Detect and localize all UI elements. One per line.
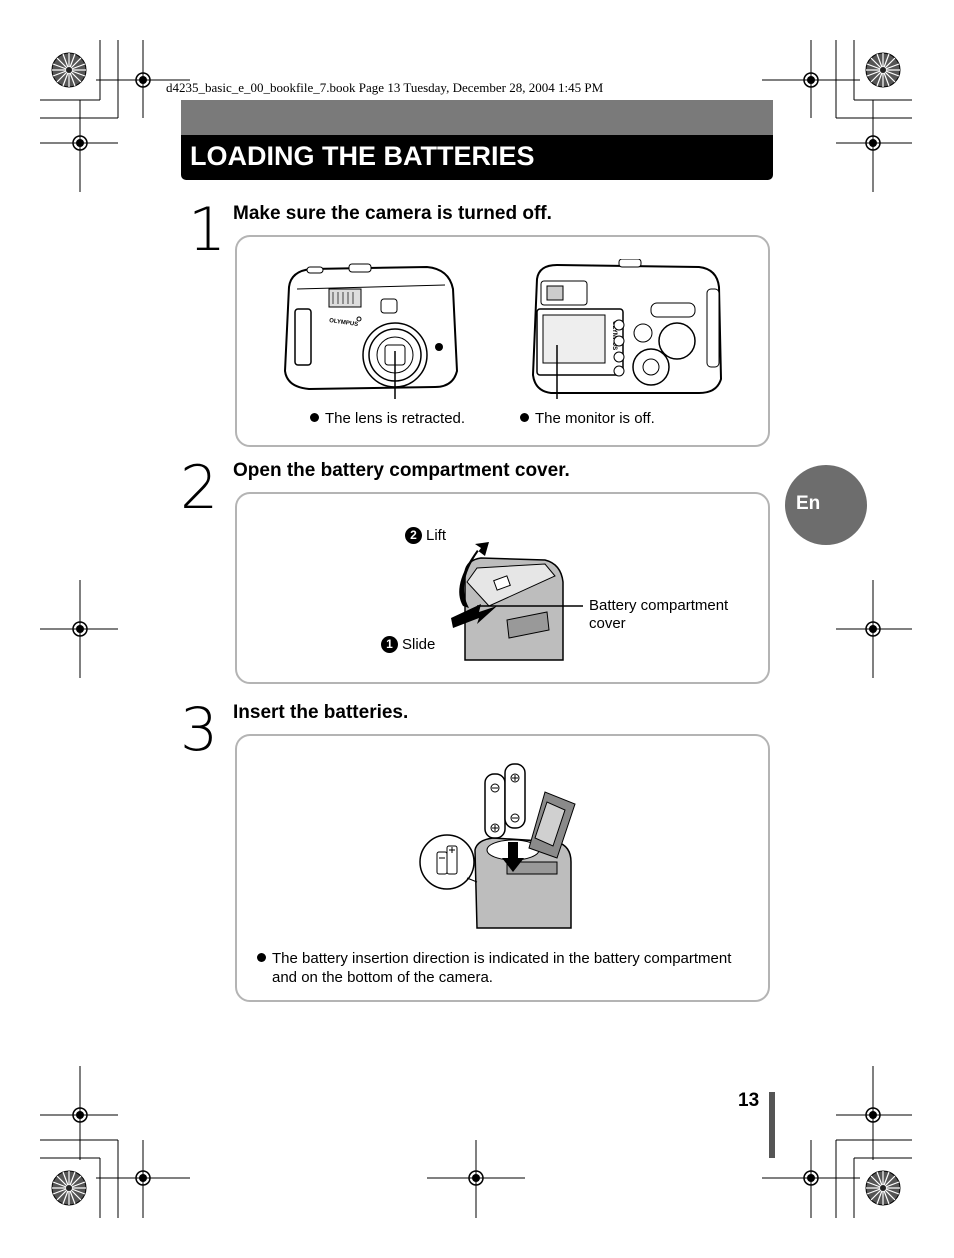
- step-3-panel: The battery insertion direction is indic…: [235, 734, 770, 1002]
- title-band: LOADING THE BATTERIES: [181, 100, 773, 180]
- step-3-heading: Insert the batteries.: [233, 702, 409, 723]
- svg-text:OLYMPUS: OLYMPUS: [611, 321, 617, 350]
- camera-back-illustration: OLYMPUS: [531, 259, 723, 399]
- bullet-icon: [310, 413, 319, 422]
- step-2-number: 2: [180, 453, 219, 523]
- page-title: LOADING THE BATTERIES: [190, 141, 535, 171]
- language-tab-label: En: [796, 493, 821, 514]
- camera-brand-logo: OLYMPUS: [329, 318, 359, 328]
- step-1-panel: OLYMPUS OLYMPUS The lens is retracted. T…: [235, 235, 770, 447]
- camera-front-illustration: OLYMPUS: [283, 263, 459, 399]
- step-3-number: 3: [180, 695, 219, 765]
- step-a-number-icon: 1: [381, 636, 398, 653]
- caption-lens: The lens is retracted.: [310, 410, 465, 427]
- insertion-note: The battery insertion direction is indic…: [257, 949, 757, 987]
- battery-cover-open-illustration: [451, 542, 564, 661]
- file-header: d4235_basic_e_00_bookfile_7.book Page 13…: [166, 80, 604, 95]
- caption-monitor: The monitor is off.: [520, 410, 655, 427]
- bullet-icon: [257, 953, 266, 962]
- cover-leader: [477, 605, 583, 607]
- page-number-bar: [769, 1092, 775, 1158]
- step-2-heading: Open the battery compartment cover.: [233, 460, 570, 481]
- language-tab: En: [785, 465, 867, 545]
- insert-batteries-illustration: [419, 763, 576, 929]
- label-battery-cover: Battery compartment cover: [589, 597, 729, 632]
- title-bar: LOADING THE BATTERIES: [181, 135, 773, 180]
- step-1-heading: Make sure the camera is turned off.: [233, 203, 552, 224]
- step-b-number-icon: 2: [405, 527, 422, 544]
- page-number: 13: [738, 1090, 760, 1111]
- bullet-icon: [520, 413, 529, 422]
- step-1-number: 1: [188, 195, 227, 265]
